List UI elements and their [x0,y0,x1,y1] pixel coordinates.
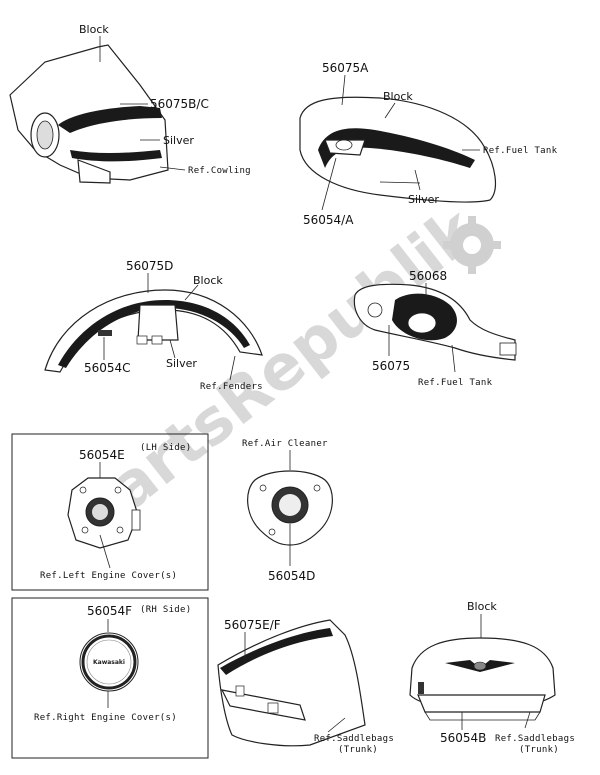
trunk-ref-label-1: Ref.Saddlebags [495,734,575,744]
cowling-part-number: 56075B/C [150,97,209,111]
saddlebag-illustration [217,619,366,747]
lh-ref-label: Ref.Left Engine Cover(s) [40,571,177,581]
rh-engine-cover-box [11,597,209,759]
air-cleaner-illustration [247,470,333,546]
rh-engine-cover-emblem: Kawasaki [79,632,139,692]
cowling-ref-label: Ref.Cowling [188,166,251,176]
trunk-part-number: 56054B [440,731,486,745]
fuel-tank-2-illustration [353,283,517,361]
tank2-ref-label: Ref.Fuel Tank [418,378,493,388]
lh-part-number: 56054E [79,448,125,462]
saddle-ref-label-1: Ref.Saddlebags [314,734,394,744]
trunk-block-label: Block [467,600,497,613]
rh-side-label: (RH Side) [140,605,191,615]
tank-part-number-top: 56075A [322,61,369,75]
cowling-illustration [9,44,169,184]
rh-emblem-text: Kawasaki [93,659,125,666]
lh-engine-cover-box [11,433,209,591]
tank2-part-number-a: 56068 [409,269,447,283]
saddle-ref-label-2: (Trunk) [338,745,378,755]
rh-ref-label: Ref.Right Engine Cover(s) [34,713,177,723]
fender-block-label: Block [193,274,223,287]
trunk-illustration [409,637,556,721]
fender-illustration [44,289,263,373]
air-ref-label: Ref.Air Cleaner [242,439,328,449]
air-part-number: 56054D [268,569,315,583]
tank-ref-label: Ref.Fuel Tank [483,146,558,156]
cowling-silver-label: Silver [163,134,194,147]
fender-ref-label: Ref.Fenders [200,382,263,392]
rh-part-number: 56054F [87,604,132,618]
fender-part-number: 56075D [126,259,173,273]
trunk-ref-label-2: (Trunk) [519,745,559,755]
saddle-part-number: 56075E/F [224,618,281,632]
cowling-block-label: Block [79,23,109,36]
tank-block-label: Block [383,90,413,103]
lh-side-label: (LH Side) [140,443,191,453]
fender-silver-label: Silver [166,357,197,370]
tank-silver-label: Silver [408,193,439,206]
fender-part-number-c: 56054C [84,361,131,375]
gear-icon [443,216,501,274]
fuel-tank-illustration [299,96,497,203]
tank-emblem-part-number: 56054/A [303,213,354,227]
lh-engine-cover-illustration [67,477,141,549]
tank2-part-number-b: 56075 [372,359,410,373]
